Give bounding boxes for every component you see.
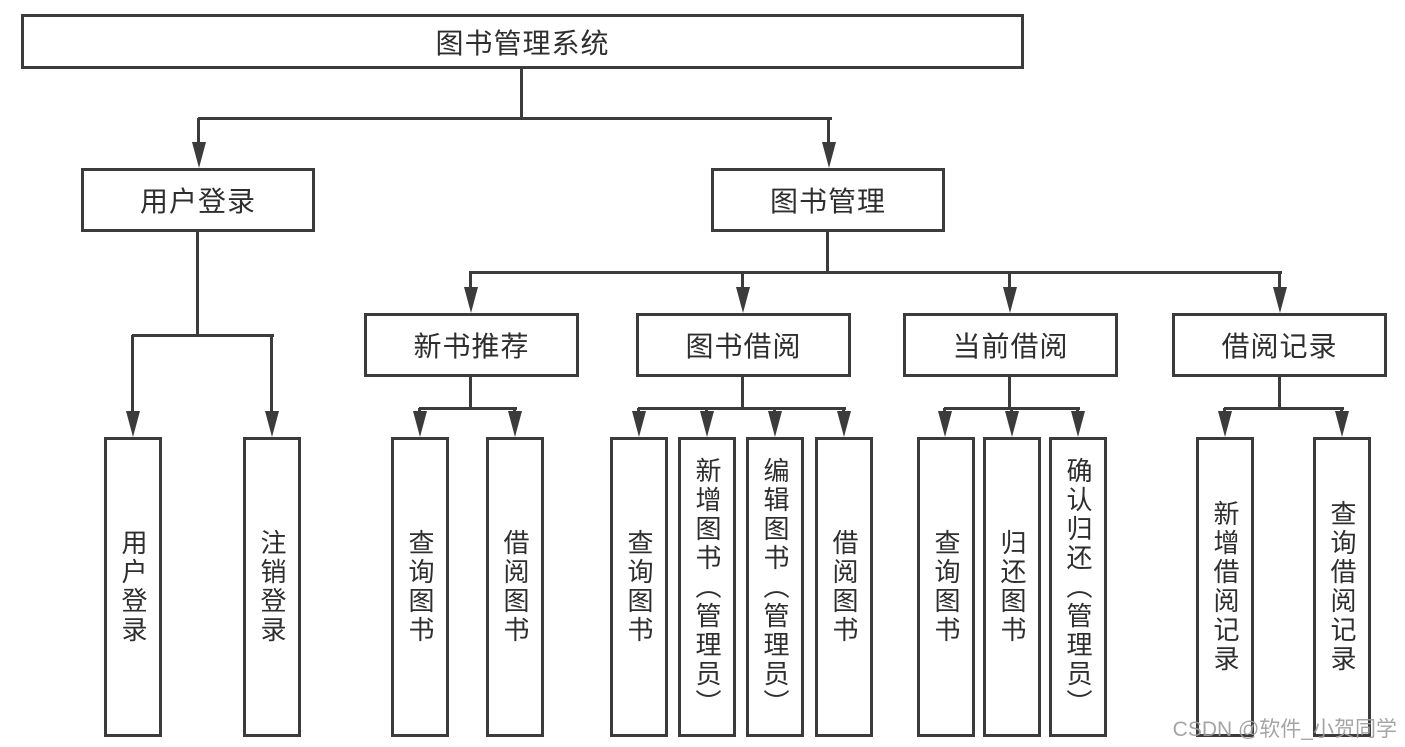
arrowhead-icon: [1003, 287, 1017, 313]
arrowhead-icon: [1218, 411, 1232, 437]
connector-line: [198, 117, 832, 120]
connector-line: [1224, 407, 1344, 410]
arrowhead-icon: [768, 411, 782, 437]
connector-line: [741, 377, 744, 408]
arrowhead-icon: [192, 142, 206, 168]
node-label: 用户登录: [139, 186, 256, 217]
arrowhead-icon: [508, 411, 522, 437]
node-label: 确认归还（管理员）: [1063, 456, 1093, 718]
leaf-add-borrow-record: 新增借阅记录: [1196, 437, 1254, 737]
connector-line: [638, 407, 846, 410]
node-new-book-recommendation: 新书推荐: [364, 313, 579, 377]
arrowhead-icon: [632, 411, 646, 437]
connector-line: [270, 335, 273, 413]
node-label: 查询借阅记录: [1327, 500, 1357, 674]
node-book-borrowing: 图书借阅: [636, 313, 851, 377]
node-label: 当前借阅: [952, 331, 1069, 362]
arrowhead-icon: [736, 287, 750, 313]
leaf-borrow-books-1: 借阅图书: [486, 437, 544, 737]
leaf-borrow-books-2: 借阅图书: [815, 437, 873, 737]
arrowhead-icon: [1005, 411, 1019, 437]
csdn-watermark: CSDN @软件_小贺同学: [1172, 718, 1397, 741]
leaf-add-books-admin: 新增图书（管理员）: [678, 437, 736, 737]
connector-line: [196, 232, 199, 335]
arrowhead-icon: [938, 411, 952, 437]
leaf-query-books-3: 查询图书: [917, 437, 975, 737]
node-label: 新增借阅记录: [1210, 500, 1240, 674]
connector-line: [469, 377, 472, 408]
node-label: 新增图书（管理员）: [692, 456, 722, 718]
connector-line: [826, 232, 829, 272]
node-root-library-system: 图书管理系统: [21, 14, 1024, 69]
arrowhead-icon: [1335, 411, 1349, 437]
connector-line: [741, 272, 744, 289]
connector-line: [132, 334, 274, 337]
arrowhead-icon: [1071, 411, 1085, 437]
node-label: 归还图书: [997, 529, 1027, 645]
node-label: 查询图书: [931, 529, 961, 645]
node-label: 图书管理: [769, 186, 886, 217]
leaf-logout: 注销登录: [243, 437, 301, 737]
node-label: 查询图书: [624, 529, 654, 645]
leaf-query-borrow-record: 查询借阅记录: [1313, 437, 1371, 737]
arrowhead-icon: [822, 142, 836, 168]
leaf-confirm-return-admin: 确认归还（管理员）: [1049, 437, 1107, 737]
connector-line: [1008, 377, 1011, 408]
node-label: 编辑图书（管理员）: [760, 456, 790, 718]
node-label: 图书借阅: [685, 331, 802, 362]
node-current-borrowing: 当前借阅: [903, 313, 1118, 377]
connector-line: [469, 271, 1282, 274]
connector-line: [1278, 272, 1281, 289]
node-user-login: 用户登录: [81, 168, 315, 232]
arrowhead-icon: [126, 411, 140, 437]
node-label: 借阅图书: [829, 529, 859, 645]
connector-line: [520, 69, 523, 118]
node-book-management: 图书管理: [711, 168, 945, 232]
leaf-return-books: 归还图书: [983, 437, 1041, 737]
node-label: 查询图书: [405, 529, 435, 645]
node-label: 新书推荐: [413, 331, 530, 362]
arrowhead-icon: [265, 411, 279, 437]
connector-line: [131, 335, 134, 413]
arrowhead-icon: [837, 411, 851, 437]
node-label: 借阅记录: [1221, 331, 1338, 362]
arrowhead-icon: [1273, 287, 1287, 313]
leaf-edit-books-admin: 编辑图书（管理员）: [746, 437, 804, 737]
leaf-query-books-1: 查询图书: [391, 437, 449, 737]
leaf-user-login: 用户登录: [104, 437, 162, 737]
node-label: 借阅图书: [500, 529, 530, 645]
connector-line: [197, 118, 200, 144]
node-label: 注销登录: [257, 529, 287, 645]
arrowhead-icon: [700, 411, 714, 437]
connector-line: [419, 407, 517, 410]
node-label: 图书管理系统: [435, 27, 610, 59]
connector-line: [469, 272, 472, 289]
arrowhead-icon: [413, 411, 427, 437]
leaf-query-books-2: 查询图书: [610, 437, 668, 737]
connector-line: [1008, 272, 1011, 289]
connector-line: [827, 118, 830, 144]
connector-line: [1278, 377, 1281, 408]
node-label: 用户登录: [118, 529, 148, 645]
node-borrowing-records: 借阅记录: [1172, 313, 1387, 377]
arrowhead-icon: [464, 287, 478, 313]
